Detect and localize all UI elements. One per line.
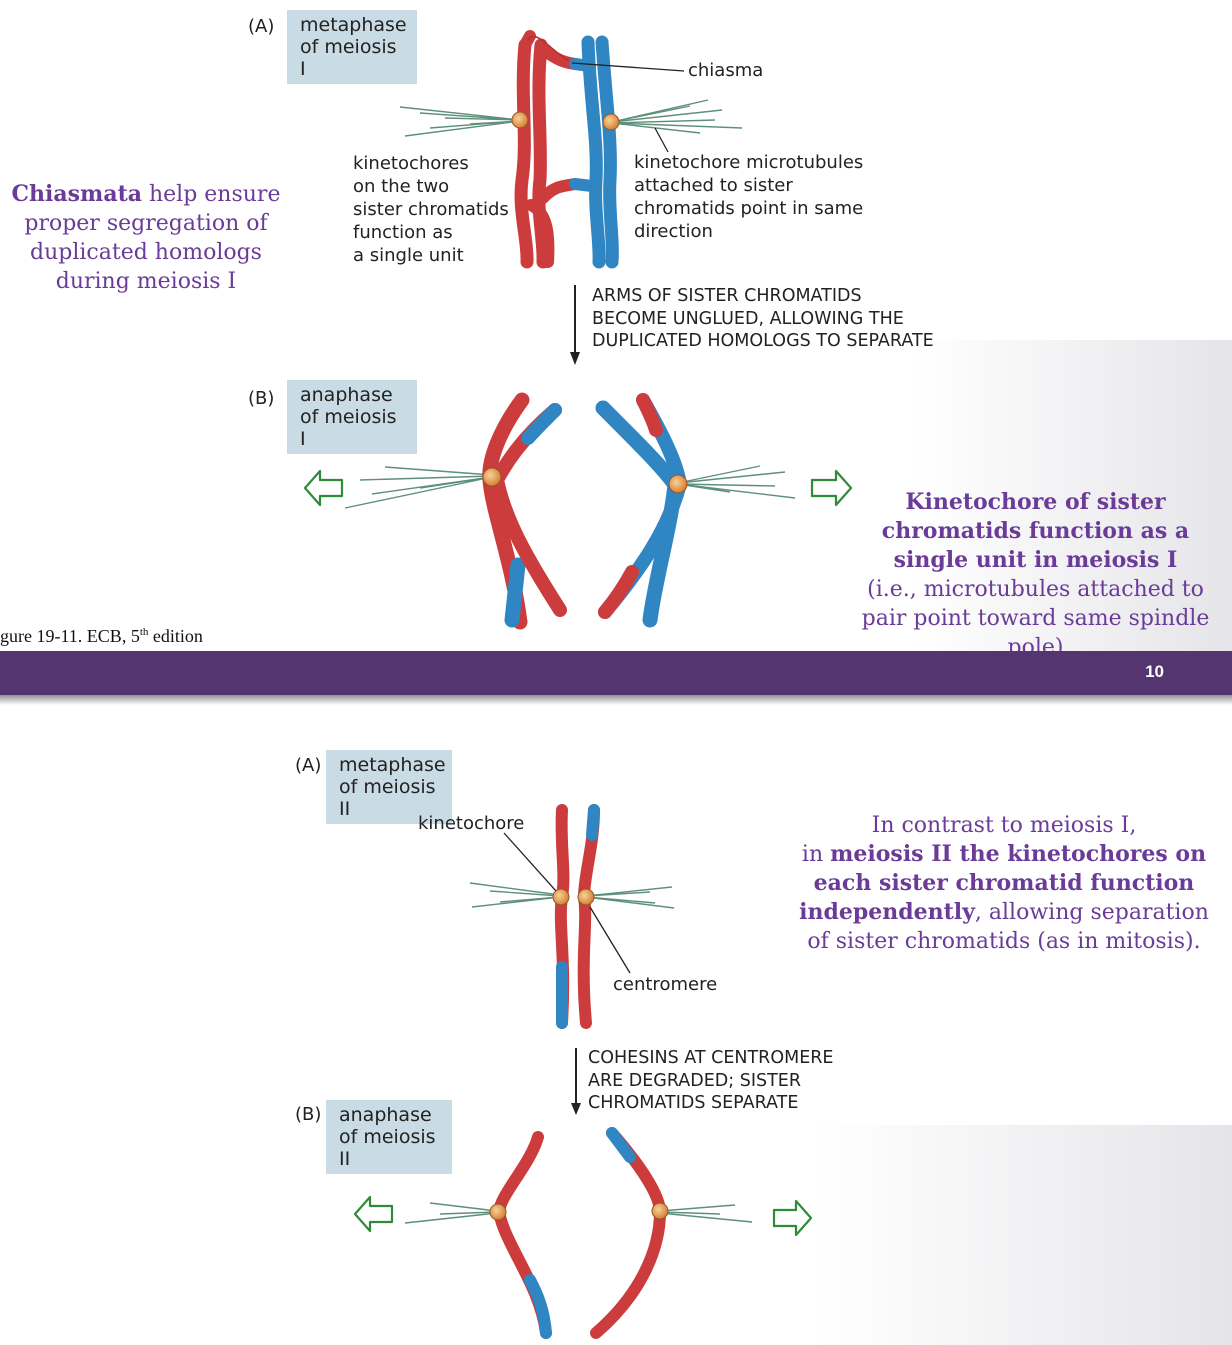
anaphase-fibers-left	[344, 466, 493, 509]
anaphase-chromosome-left	[482, 392, 567, 630]
meiosis-ii-note: In contrast to meiosis I,in meiosis II t…	[799, 813, 1209, 954]
step-text-meiosis-ii: COHESINS AT CENTROMERE ARE DEGRADED; SIS…	[588, 1048, 834, 1113]
stage-metaphase-ii: metaphase of meiosis II	[326, 750, 452, 824]
footer-shadow	[0, 695, 1232, 705]
meiosis-ii-diagram	[353, 804, 813, 1339]
mii-panel-a-label: (A)	[295, 755, 322, 776]
chiasma-pointer	[571, 62, 685, 72]
mii-fibers-right	[585, 886, 675, 909]
centromere-pointer	[589, 906, 631, 974]
panel-a-label: (A)	[248, 16, 275, 37]
kinetochore-note: Kinetochore of sister chromatids functio…	[861, 489, 1210, 651]
corner-shade	[912, 340, 1232, 651]
kinetochore-red	[511, 111, 529, 129]
anaphase-fibers-right	[677, 465, 796, 499]
figure-credit: gure 19-11. ECB, 5th edition	[0, 626, 203, 646]
aii-chromatid-right	[590, 1127, 667, 1339]
chiasma-label: chiasma	[688, 60, 764, 81]
mii-chromatid-right	[577, 804, 600, 1029]
slide-footer-bar: 10	[0, 651, 1232, 695]
aii-kinetochore-right	[651, 1202, 669, 1220]
mii-pole-arrow-left	[353, 1195, 394, 1233]
anaphase-kinetochore-left	[482, 467, 502, 487]
microtubules-callout: kinetochore microtubules attached to sis…	[634, 152, 864, 242]
microtubule-pointer	[654, 127, 669, 153]
mii-step-arrow	[571, 1048, 581, 1115]
centromere-label: centromere	[613, 974, 718, 995]
kinetochores-callout: kinetochores on the two sister chromatid…	[353, 153, 509, 266]
aii-kinetochore-left	[489, 1203, 507, 1221]
aii-chromatid-left	[492, 1131, 552, 1339]
homolog-blue	[525, 35, 619, 269]
pole-arrow-right	[810, 469, 853, 507]
spindle-fibers-left	[399, 106, 521, 137]
mii-pole-arrow-right	[772, 1199, 813, 1237]
homolog-red	[514, 30, 581, 269]
kinetochore-pointer	[503, 832, 557, 892]
stage-anaphase-ii: anaphase of meiosis II	[326, 1100, 452, 1174]
chiasmata-note: Chiasmata help ensure proper segregation…	[11, 181, 281, 294]
meiosis-i-diagram	[303, 30, 853, 630]
aii-fibers-right	[659, 1204, 753, 1223]
corner-shade-lower	[812, 1125, 1232, 1345]
step-text-meiosis-i: ARMS OF SISTER CHROMATIDS BECOME UNGLUED…	[592, 286, 934, 351]
slide-lower: (A) metaphase of meiosis II kinetochore …	[0, 705, 1232, 1345]
mii-kinetochore-left	[552, 888, 570, 906]
step-arrow	[570, 285, 580, 365]
aii-fibers-left	[404, 1202, 498, 1224]
mii-kinetochore-right	[577, 888, 595, 906]
mii-chromatid-left	[554, 804, 570, 1029]
kinetochore-label: kinetochore	[418, 813, 525, 834]
mii-panel-b-label: (B)	[295, 1104, 322, 1125]
pole-arrow-left	[303, 469, 344, 507]
panel-b-label: (B)	[248, 388, 275, 409]
slide-upper: (A) metaphase of meiosis I chiasma kinet…	[0, 0, 1232, 651]
kinetochore-blue	[602, 113, 620, 131]
mii-fibers-left	[469, 882, 561, 908]
slide-number: 10	[1145, 662, 1164, 681]
spindle-fibers-right	[611, 99, 743, 134]
stage-anaphase-i: anaphase of meiosis I	[287, 380, 417, 454]
stage-metaphase-i: metaphase of meiosis I	[287, 10, 417, 84]
anaphase-kinetochore-right	[668, 474, 688, 494]
anaphase-chromosome-right	[595, 393, 688, 628]
